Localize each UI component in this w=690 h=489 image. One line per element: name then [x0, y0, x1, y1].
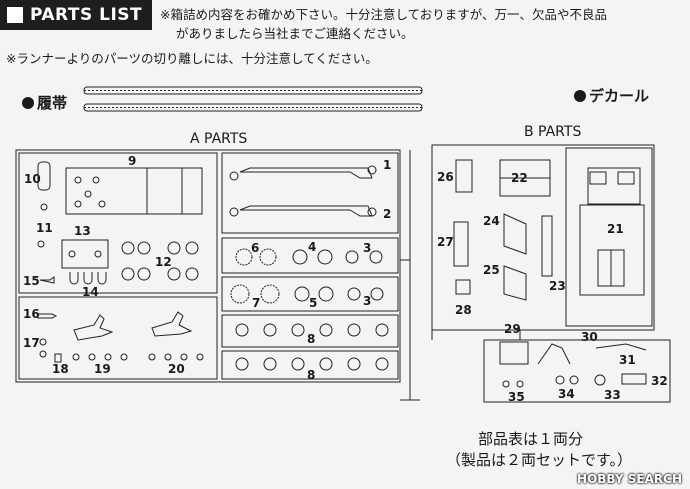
header-title: PARTS LIST [30, 5, 143, 25]
part-31 [595, 343, 647, 351]
part-number: 28 [455, 303, 472, 317]
part-16-pin [37, 313, 58, 319]
part-number: 21 [607, 222, 624, 236]
part-number: 17 [23, 336, 40, 350]
part-8-row-b [235, 357, 389, 371]
part-23 [541, 215, 553, 277]
part-number: 9 [128, 154, 137, 168]
part-number: 5 [309, 296, 318, 310]
part-26 [455, 159, 473, 193]
part-7-5-3-row [230, 284, 384, 304]
part-30 [537, 343, 571, 365]
part-number: 16 [23, 307, 40, 321]
part-11 [37, 240, 45, 248]
part-35 [502, 380, 524, 388]
part-25 [503, 265, 527, 301]
part-22 [499, 159, 551, 197]
tracks-label-text: 履帯 [37, 94, 68, 112]
part-number: 14 [82, 285, 99, 299]
part-18 [54, 353, 62, 363]
track-runner-top [83, 86, 423, 95]
part-number: 8 [307, 368, 316, 382]
part-27 [453, 221, 469, 267]
part-33 [594, 374, 606, 386]
part-number: 15 [23, 274, 40, 288]
part-32 [621, 373, 647, 385]
parts-list-header: PARTS LIST [0, 0, 152, 30]
part-1 [229, 165, 377, 181]
note-line-2: がありましたら当社までご連絡ください。 [176, 26, 414, 41]
part-number: 8 [307, 332, 316, 346]
tracks-label: 履帯 [22, 92, 67, 113]
part-number: 11 [36, 221, 53, 235]
part-number: 25 [483, 263, 500, 277]
part-number: 24 [483, 214, 500, 228]
part-number: 4 [308, 240, 317, 254]
part-2 [229, 205, 377, 217]
part-number: 30 [581, 330, 598, 344]
part-16-figures [73, 311, 193, 341]
note-line-3: ※ランナーよりのパーツの切り離しには、十分注意してください。 [6, 51, 378, 66]
part-number: 35 [508, 390, 525, 404]
part-19 [72, 353, 128, 361]
a-parts-runner-frame [15, 149, 420, 401]
part-28 [455, 279, 471, 295]
b-parts-title: B PARTS [524, 124, 582, 140]
part-number: 34 [558, 387, 575, 401]
part-24 [503, 213, 527, 255]
part-number: 23 [549, 279, 566, 293]
part-number: 22 [511, 171, 528, 185]
footer-line-2: （製品は２両セットです。） [446, 451, 633, 469]
part-17 [39, 338, 47, 358]
part-15 [39, 276, 55, 284]
b-parts-runner-frame [431, 144, 671, 403]
watermark: HOBBY SEARCH [577, 472, 682, 486]
bullet-icon [22, 97, 34, 109]
part-number: 29 [504, 322, 521, 336]
part-6-4-3-row [235, 248, 383, 266]
part-10 [37, 161, 51, 211]
part-21-chassis [579, 167, 645, 296]
part-34 [555, 375, 579, 385]
part-number: 12 [155, 255, 172, 269]
part-number: 27 [437, 235, 454, 249]
part-8-row-a [235, 323, 389, 337]
part-number: 32 [651, 374, 668, 388]
a-parts-title: A PARTS [190, 131, 248, 147]
part-number: 6 [251, 241, 260, 255]
part-number: 33 [604, 388, 621, 402]
part-13 [61, 239, 109, 269]
part-number: 2 [383, 207, 392, 221]
part-number: 3 [363, 294, 372, 308]
part-9-hull [65, 167, 203, 215]
track-runner-bottom [83, 103, 423, 112]
footer-line-1: 部品表は１両分 [478, 430, 584, 448]
part-number: 31 [619, 353, 636, 367]
part-12-wheels [121, 241, 199, 281]
part-14-clips [69, 272, 107, 285]
part-number: 20 [168, 362, 185, 376]
part-number: 18 [52, 362, 69, 376]
part-number: 10 [24, 172, 41, 186]
part-20 [148, 353, 204, 361]
part-29 [499, 341, 529, 365]
part-number: 26 [437, 170, 454, 184]
part-number: 19 [94, 362, 111, 376]
part-number: 1 [383, 158, 392, 172]
square-bullet-icon [7, 7, 23, 23]
part-number: 7 [252, 296, 261, 310]
note-line-1: ※箱詰め内容をお確かめ下さい。十分注意しておりますが、万一、欠品や不良品 [160, 7, 607, 22]
decal-label-text: デカール [589, 87, 650, 105]
part-number: 13 [74, 224, 91, 238]
decal-label: デカール [574, 85, 649, 106]
bullet-icon [574, 90, 586, 102]
part-number: 3 [363, 241, 372, 255]
